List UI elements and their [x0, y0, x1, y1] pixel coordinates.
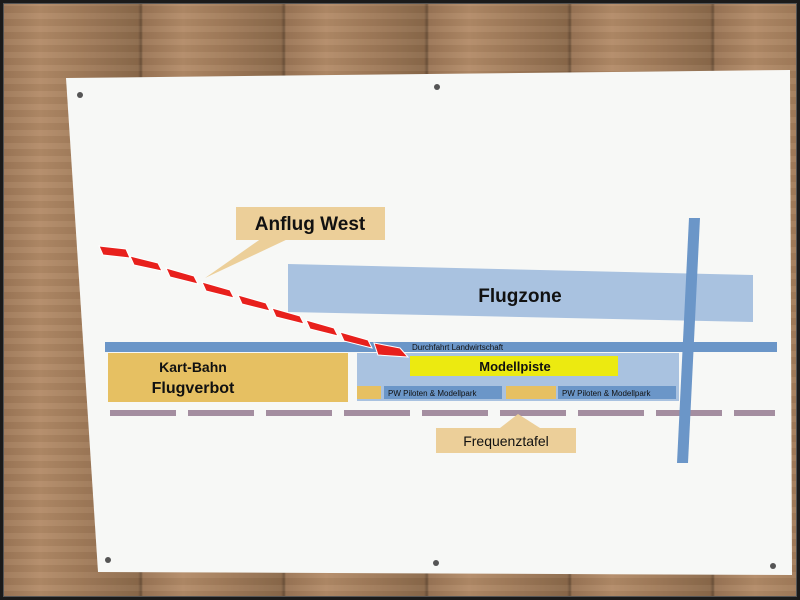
approach-arrow-icon	[98, 245, 410, 358]
road-vertical	[677, 218, 700, 463]
frequenztafel-label: Frequenztafel	[463, 433, 549, 449]
frequenztafel-pointer	[500, 414, 540, 428]
kart-bahn-area	[108, 353, 348, 402]
parking-blue-right	[558, 386, 676, 399]
flugverbot-label: Flugverbot	[152, 380, 235, 397]
kart-bahn-label: Kart-Bahn	[159, 359, 227, 375]
screw-icon	[105, 557, 111, 563]
parking-tan-left	[357, 386, 381, 399]
flugzone-label: Flugzone	[478, 286, 561, 307]
durchfahrt-label: Durchfahrt Landwirtschaft	[412, 343, 504, 352]
anflug-box	[236, 207, 385, 240]
flugzone-area	[288, 264, 753, 322]
screw-icon	[434, 84, 440, 90]
screw-icon	[433, 560, 439, 566]
modellpiste-label: Modellpiste	[479, 359, 551, 374]
anflug-pointer	[205, 238, 290, 278]
pw-left-label: PW Piloten & Modellpark	[388, 389, 477, 398]
pw-right-label: PW Piloten & Modellpark	[562, 389, 651, 398]
parking-tan-mid	[506, 386, 556, 399]
frequenztafel-box	[436, 428, 576, 453]
modellpiste-strip	[410, 356, 618, 376]
screw-icon	[770, 563, 776, 569]
anflug-west-label: Anflug West	[255, 214, 366, 235]
screw-icon	[77, 92, 83, 98]
road-horizontal	[105, 342, 777, 352]
parking-blue-left	[384, 386, 502, 399]
sign-board	[66, 70, 792, 575]
